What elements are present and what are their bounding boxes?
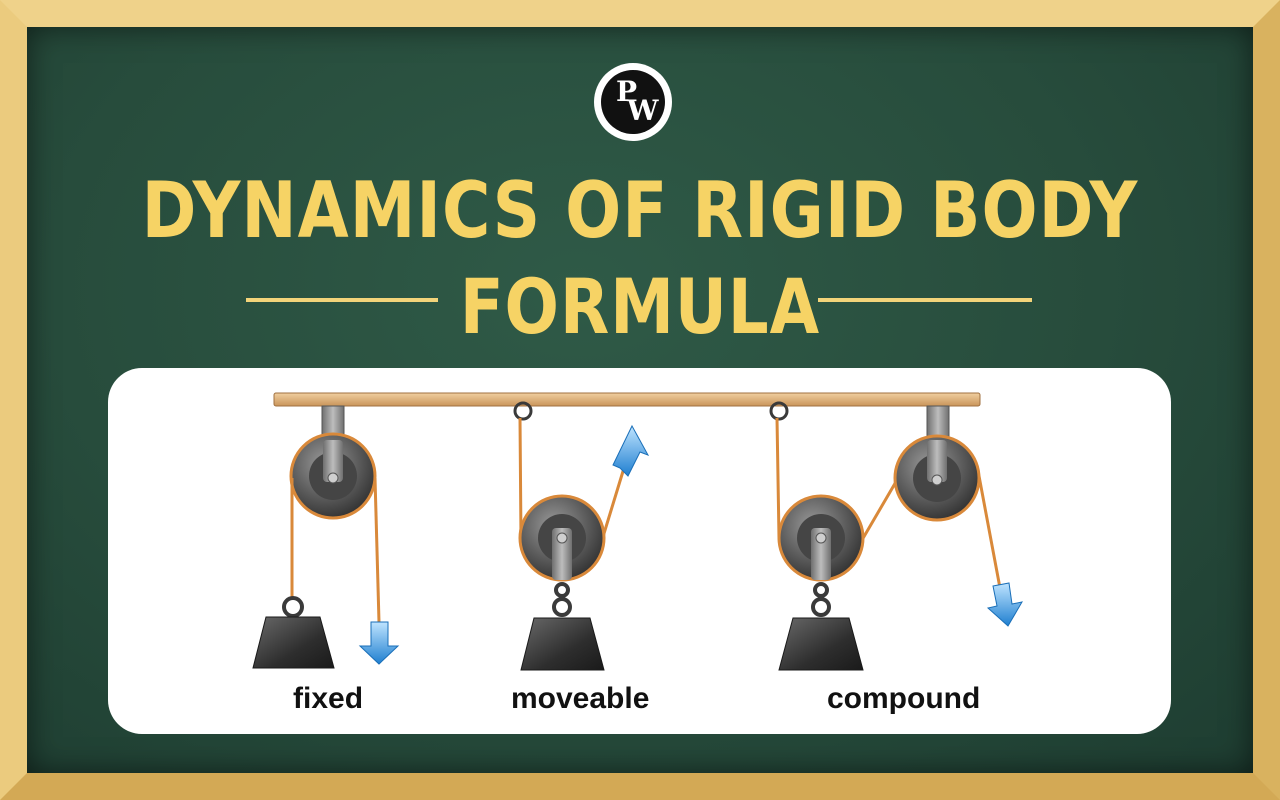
- moveable-weight-ring: [552, 597, 572, 617]
- moveable-pulley-system: [513, 401, 650, 671]
- compound-fixed-axle: [931, 474, 943, 486]
- label-compound: compound: [827, 682, 981, 715]
- moveable-pulley-axle: [556, 532, 568, 544]
- compound-moving-bracket: [811, 528, 831, 580]
- moveable-weight: [520, 617, 605, 671]
- moveable-pull-arrow-up: [612, 424, 650, 477]
- moveable-pulley-bracket: [552, 528, 572, 580]
- title-rule-right: [818, 298, 1032, 302]
- title-line-2: FORMULA: [459, 264, 821, 352]
- moveable-ceiling-hook: [513, 401, 533, 421]
- moveable-chain-link-1: [554, 582, 570, 598]
- title-rule-left: [246, 298, 438, 302]
- logo-letter-w: W: [627, 94, 659, 127]
- ceiling-beam: [273, 392, 981, 407]
- compound-pulley-system: [769, 401, 1023, 671]
- fixed-weight: [252, 616, 335, 669]
- logo-letter-p: P: [616, 75, 638, 108]
- compound-chain-link-1: [813, 582, 829, 598]
- fixed-pulley-axle-plate: [323, 440, 343, 482]
- compound-pull-arrow-down: [986, 582, 1023, 627]
- fixed-pull-arrow-down: [358, 621, 400, 665]
- title-line-1: DYNAMICS OF RIGID BODY: [141, 164, 1139, 256]
- fixed-pulley-axle: [327, 472, 339, 484]
- pw-logo-badge: P W: [601, 70, 665, 134]
- fixed-weight-ring: [282, 596, 304, 618]
- pw-logo: P W: [594, 63, 672, 141]
- label-fixed: fixed: [293, 682, 364, 715]
- compound-weight: [778, 617, 864, 671]
- compound-moving-axle: [815, 532, 827, 544]
- compound-fixed-axle-plate: [927, 440, 947, 482]
- fixed-pulley-system: [252, 405, 400, 669]
- fixed-rope-right: [373, 477, 381, 623]
- label-moveable: moveable: [511, 682, 650, 715]
- compound-ceiling-hook: [769, 401, 789, 421]
- compound-weight-ring: [811, 597, 831, 617]
